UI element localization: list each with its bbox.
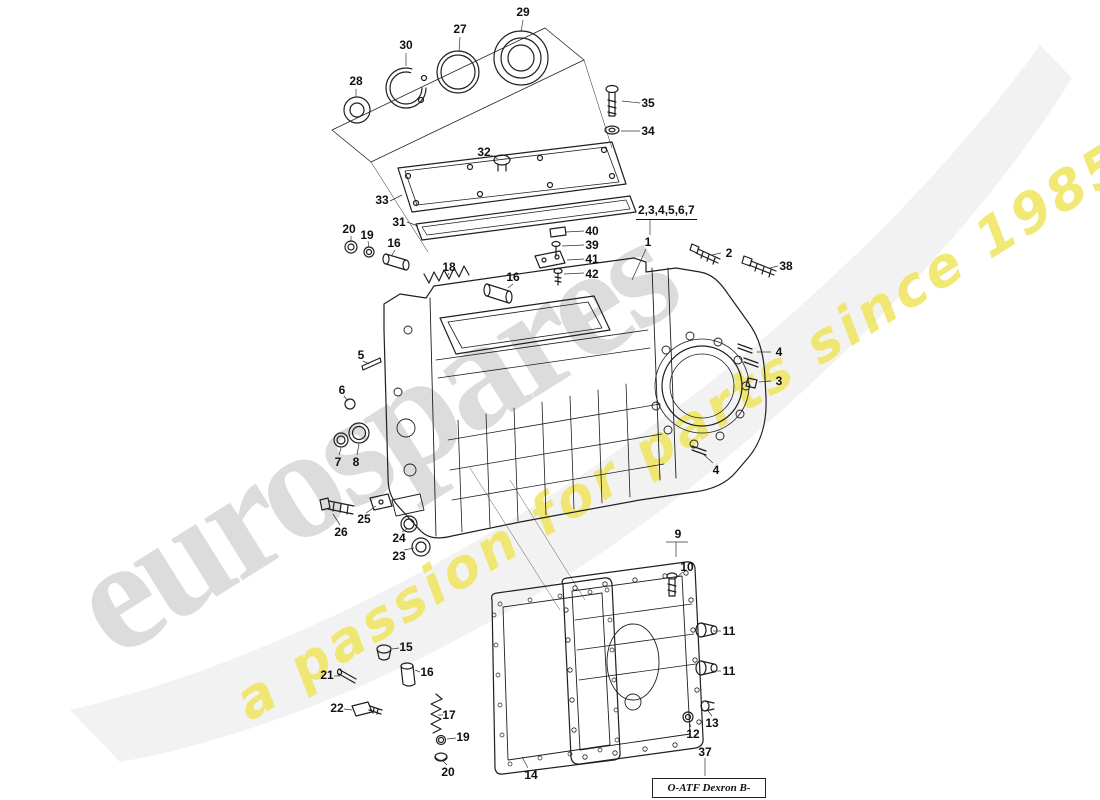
cap-20b-drawing — [434, 752, 448, 762]
detent-plate-41-drawing — [534, 250, 566, 269]
stud-4-upper-drawing — [737, 343, 759, 368]
bolt-26-drawing — [319, 497, 355, 515]
cup-15-drawing — [376, 644, 392, 661]
ring-8-drawing — [348, 422, 370, 444]
o-ring-27-drawing — [436, 50, 480, 94]
bolt-42-drawing — [553, 267, 563, 286]
spring-18-drawing — [423, 265, 470, 284]
sleeve-16c-drawing — [400, 662, 416, 687]
cover-plate-33-drawing — [397, 141, 627, 213]
plug-20-drawing — [344, 240, 358, 254]
o-ring-19b-drawing — [435, 734, 447, 746]
plug-13-drawing — [700, 700, 715, 712]
snap-ring-30-drawing — [385, 67, 428, 109]
breather-32-drawing — [493, 154, 511, 172]
washer-12-drawing — [682, 711, 694, 723]
spring-17-drawing — [430, 693, 443, 734]
oil-pan-drawing — [561, 561, 704, 765]
sleeve-16-drawing — [382, 253, 410, 271]
plug-11b-drawing — [695, 660, 718, 676]
bracket-25-drawing — [369, 493, 393, 511]
transmission-case-drawing — [383, 257, 767, 611]
sleeve-16b-drawing — [483, 283, 513, 304]
plate-40-drawing — [549, 226, 567, 238]
cover-gasket-31-drawing — [415, 195, 637, 241]
pin-21-drawing — [336, 668, 357, 684]
ball-6-drawing — [344, 398, 356, 410]
bolt-2-drawing — [689, 243, 721, 265]
leader-lines — [332, 19, 779, 776]
plug-3-drawing — [745, 377, 758, 389]
watermark-swoosh — [70, 45, 1072, 762]
atf-note-box: O-ATF Dexron B- — [652, 778, 766, 798]
bolt-10-drawing — [666, 572, 678, 597]
pin-5-drawing — [361, 357, 382, 371]
plug-11a-drawing — [695, 622, 718, 638]
pan-gasket-14-drawing — [490, 577, 621, 775]
screw-39-drawing — [551, 240, 561, 257]
o-ring-19-drawing — [363, 246, 375, 258]
washer-34-drawing — [604, 125, 620, 135]
nut-23-drawing — [411, 537, 431, 557]
bolt-35-drawing — [605, 84, 619, 117]
seal-28-drawing — [343, 96, 371, 124]
ring-7-drawing — [333, 432, 349, 448]
bolt-38-drawing — [741, 255, 777, 278]
switch-22-drawing — [351, 701, 383, 717]
group-callout-label: 2,3,4,5,6,7 — [636, 203, 697, 220]
